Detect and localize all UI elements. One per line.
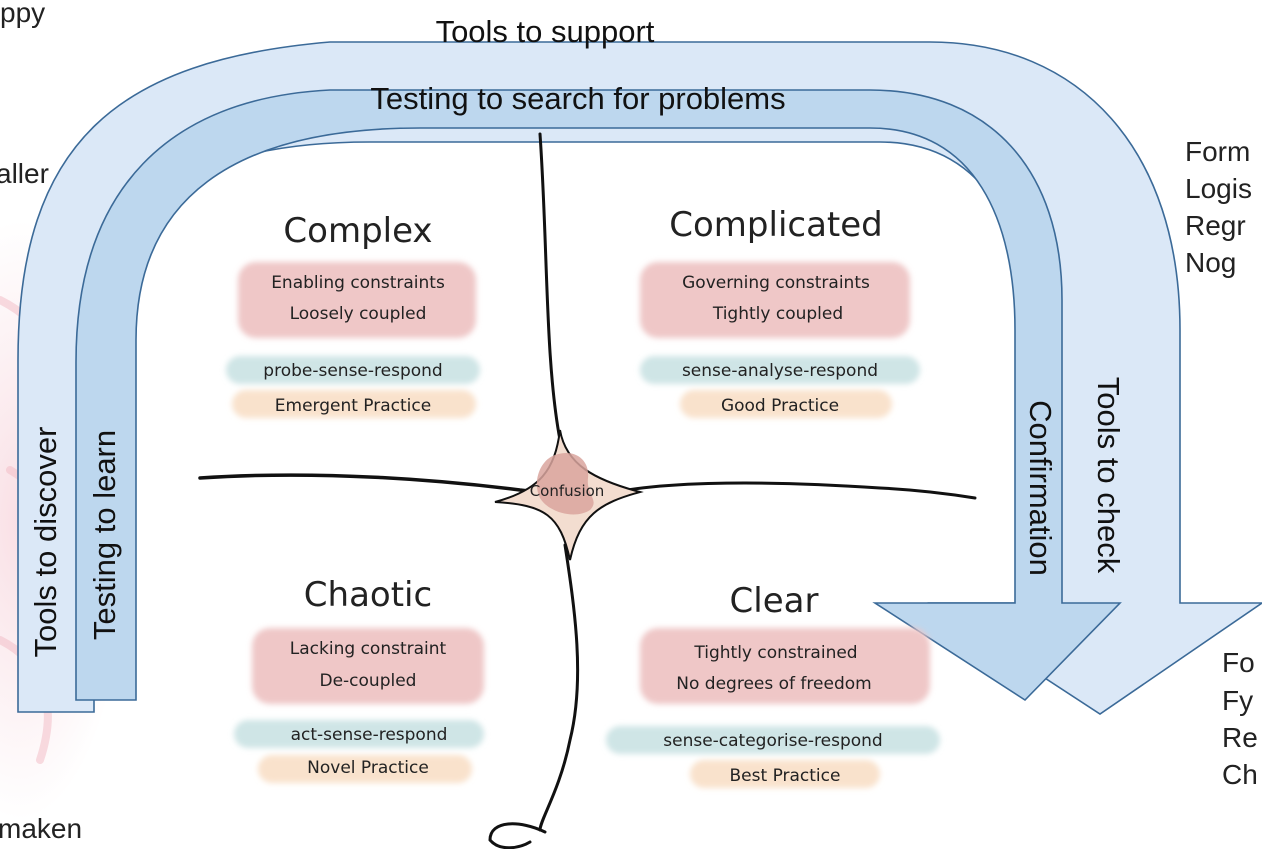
- domain-chaotic: Chaotic Lacking constraint De-coupled ac…: [234, 575, 484, 783]
- complex-approach: probe-sense-respond: [263, 361, 442, 381]
- label-confirmation: Confirmation: [1023, 400, 1058, 576]
- fragment-right-4: Nog: [1185, 247, 1236, 278]
- fragment-left-upper: aller: [0, 158, 49, 189]
- chaotic-title: Chaotic: [304, 575, 432, 615]
- inner-arrow: [75, 89, 1122, 702]
- clear-practice: Best Practice: [730, 766, 841, 786]
- label-testing-to-learn: Testing to learn: [87, 430, 122, 640]
- chaotic-approach: act-sense-respond: [291, 725, 448, 745]
- confusion-label: Confusion: [530, 482, 605, 500]
- chaotic-constraint-2: De-coupled: [320, 671, 417, 691]
- domain-complex: Complex Enabling constraints Loosely cou…: [226, 211, 480, 418]
- domain-complicated: Complicated Governing constraints Tightl…: [640, 205, 920, 418]
- clear-title: Clear: [730, 581, 819, 621]
- fragment-left-lower: maken: [0, 813, 82, 844]
- label-tools-to-check: Tools to check: [1091, 377, 1126, 574]
- fragment-bottom-right-3: Re: [1222, 722, 1258, 753]
- clear-constraint-1: Tightly constrained: [693, 643, 857, 663]
- fragment-top: ppy: [0, 0, 45, 28]
- complex-constraint-2: Loosely coupled: [290, 304, 427, 324]
- clear-approach: sense-categorise-respond: [663, 731, 882, 751]
- fragment-right-1: Form: [1185, 136, 1250, 167]
- fragment-bottom-right-4: Ch: [1222, 759, 1258, 790]
- complex-constraint-1: Enabling constraints: [271, 273, 445, 293]
- chaotic-constraint-1: Lacking constraint: [290, 639, 447, 659]
- fragment-bottom-right-1: Fo: [1222, 647, 1255, 678]
- complicated-practice: Good Practice: [721, 396, 839, 416]
- domain-clear: Clear Tightly constrained No degrees of …: [606, 581, 940, 788]
- complicated-title: Complicated: [669, 205, 883, 245]
- label-tools-to-discover: Tools to discover: [28, 427, 63, 658]
- complicated-constraint-2: Tightly coupled: [712, 304, 843, 324]
- complex-practice: Emergent Practice: [275, 396, 431, 416]
- complicated-constraint-1: Governing constraints: [682, 273, 870, 293]
- clear-constraint-2: No degrees of freedom: [676, 674, 871, 694]
- chaotic-practice: Novel Practice: [307, 758, 429, 778]
- confusion-area: Confusion: [494, 429, 644, 561]
- fragment-bottom-right-2: Fy: [1222, 685, 1253, 716]
- complex-title: Complex: [283, 211, 432, 251]
- fragment-right-3: Regr: [1185, 210, 1246, 241]
- complicated-approach: sense-analyse-respond: [682, 361, 878, 381]
- label-testing-to-search: Testing to search for problems: [370, 81, 785, 116]
- fragment-right-2: Logis: [1185, 173, 1252, 204]
- label-tools-to-support: Tools to support: [436, 14, 655, 49]
